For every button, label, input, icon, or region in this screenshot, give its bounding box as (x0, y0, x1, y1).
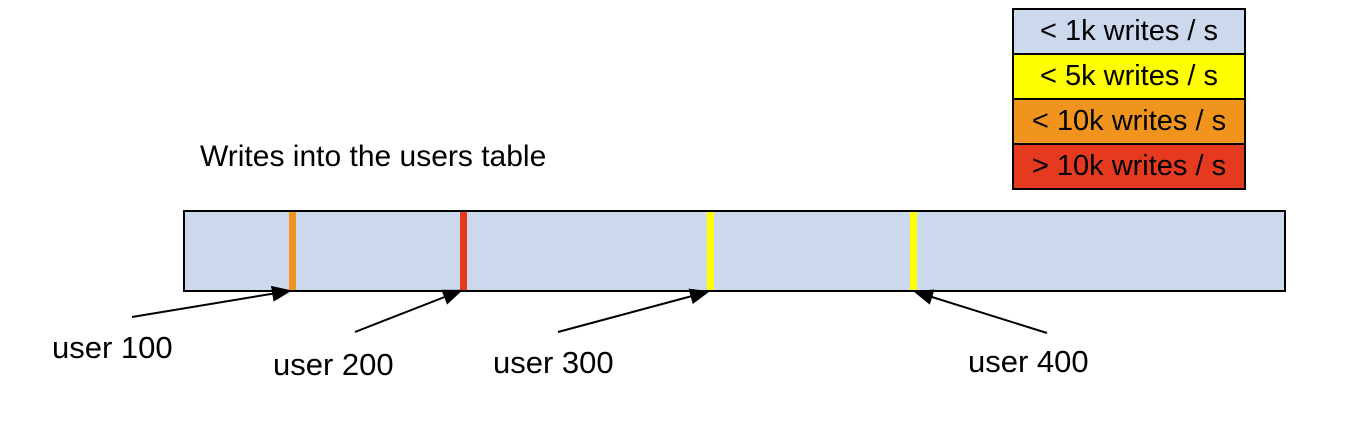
users-table-bar (183, 210, 1286, 292)
write-rate-tick (288, 212, 296, 290)
arrow (131, 285, 292, 318)
user-label: user 400 (968, 344, 1089, 379)
user-label: user 200 (273, 347, 394, 382)
legend-item-label: > 10k writes / s (1031, 150, 1227, 182)
legend-item: < 5k writes / s (1012, 53, 1246, 100)
write-rate-tick (909, 212, 917, 290)
legend-item-label: < 10k writes / s (1031, 105, 1227, 137)
legend-item: < 10k writes / s (1012, 98, 1246, 145)
user-label: user 100 (52, 330, 173, 365)
arrow (354, 289, 463, 333)
arrow (913, 289, 1048, 334)
arrow (557, 288, 710, 333)
legend-item-label: < 1k writes / s (1039, 15, 1219, 47)
diagram-title: Writes into the users table (200, 140, 547, 173)
write-rate-tick (459, 212, 467, 290)
legend-item-label: < 5k writes / s (1039, 60, 1219, 92)
write-rate-legend: < 1k writes / s < 5k writes / s < 10k writ… (1012, 8, 1246, 190)
user-label: user 300 (493, 345, 614, 380)
legend-item: > 10k writes / s (1012, 143, 1246, 190)
write-rate-tick (706, 212, 714, 290)
legend-item: < 1k writes / s (1012, 8, 1246, 55)
